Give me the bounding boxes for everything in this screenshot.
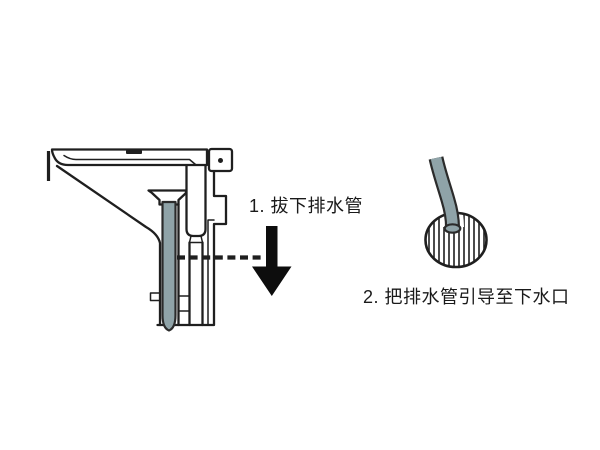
body-diagonal-edge — [55, 164, 162, 327]
top-bar — [50, 148, 209, 167]
step-2-label: 2. 把排水管引导至下水口 — [363, 287, 570, 307]
down-arrow-icon — [252, 226, 292, 296]
outlet-hose — [430, 156, 458, 228]
inner-compartment — [185, 166, 207, 238]
drain-hose — [161, 200, 177, 332]
drain-outlet-illustration — [424, 156, 488, 269]
hatch-pattern — [428, 213, 485, 267]
foot-tab — [149, 292, 160, 302]
step-1-label: 1. 拔下排水管 — [249, 196, 364, 216]
top-bar-inner-lip — [63, 154, 197, 166]
top-bar-clip-detail — [126, 150, 142, 154]
machine-side-view — [46, 147, 234, 332]
outlet-hose-tip — [443, 223, 462, 234]
machine-right-frame — [156, 168, 228, 327]
screw-hole-icon — [218, 158, 223, 163]
machine-right-frame-inner — [207, 219, 215, 326]
